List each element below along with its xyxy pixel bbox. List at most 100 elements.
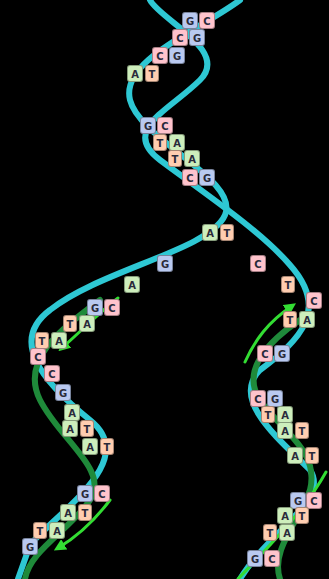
base-tile: G [189, 29, 205, 46]
base-tile: G [87, 299, 103, 316]
base-tile: T [33, 522, 48, 539]
base-tile: G [140, 117, 156, 134]
base-letter: C [48, 369, 55, 380]
base-letter: G [278, 349, 286, 360]
base-tile: A [277, 507, 293, 524]
base-tile: A [127, 65, 143, 82]
base-letter: T [149, 69, 156, 80]
synthesis-arrow [62, 298, 118, 348]
base-letter: C [176, 33, 183, 44]
base-tile: C [30, 348, 45, 365]
base-letter: T [285, 280, 292, 291]
base-letter: G [203, 173, 211, 184]
base-letter: G [271, 394, 279, 405]
base-tile: T [263, 524, 278, 541]
base-tile: G [77, 485, 93, 502]
base-letter: G [193, 33, 201, 44]
base-letter: A [128, 280, 136, 291]
base-tile: T [63, 315, 78, 332]
base-letter: C [34, 352, 41, 363]
base-tile: A [82, 438, 98, 455]
base-letter: T [224, 228, 231, 239]
base-letter: A [55, 336, 63, 347]
base-letter: T [267, 528, 274, 539]
base-letter: G [294, 496, 302, 507]
base-letter: A [86, 442, 94, 453]
base-tile: T [295, 507, 310, 524]
base-letter: C [186, 173, 193, 184]
base-letter: A [53, 526, 61, 537]
base-tile: C [250, 390, 265, 407]
base-letter: C [254, 259, 261, 270]
base-tile: C [306, 292, 321, 309]
base-letter: T [37, 526, 44, 537]
base-letter: C [268, 554, 275, 565]
base-tile: G [267, 390, 283, 407]
synthesis-arrow [58, 500, 110, 548]
base-tile: A [62, 420, 78, 437]
base-tile: G [157, 255, 173, 272]
base-letter: G [161, 259, 169, 270]
base-letter: A [281, 426, 289, 437]
base-letter: T [287, 315, 294, 326]
base-letter: G [59, 388, 67, 399]
base-letter: T [84, 424, 91, 435]
base-tile: A [277, 422, 293, 439]
base-letter: A [83, 319, 91, 330]
base-tile: T [35, 332, 50, 349]
base-tile: C [306, 492, 321, 509]
base-letter: A [173, 138, 181, 149]
base-letter: G [26, 542, 34, 553]
base-letter: T [265, 410, 272, 421]
base-tile: A [124, 276, 140, 293]
base-tile: T [283, 311, 298, 328]
base-letter: G [186, 16, 194, 27]
base-letter: A [283, 528, 291, 539]
base-letter: A [188, 154, 196, 165]
base-tile: A [51, 332, 67, 349]
base-tile: A [184, 150, 200, 167]
base-letter: C [156, 51, 163, 62]
base-tile: C [250, 255, 265, 272]
new-strand [25, 300, 100, 579]
base-letter: T [309, 451, 316, 462]
base-tile: A [60, 504, 76, 521]
base-tile: A [64, 404, 80, 421]
base-tile: A [279, 524, 295, 541]
base-letter: C [310, 496, 317, 507]
base-tile: G [247, 550, 263, 567]
base-tile: C [257, 345, 272, 362]
base-tile: A [299, 311, 315, 328]
base-tile: A [49, 522, 65, 539]
base-tile: G [290, 492, 306, 509]
base-letter: G [251, 554, 259, 565]
base-tile: C [104, 299, 119, 316]
base-tile: G [22, 538, 38, 555]
base-letter: A [68, 408, 76, 419]
base-letter: C [98, 489, 105, 500]
base-letter: C [310, 296, 317, 307]
base-letter: G [173, 51, 181, 62]
base-tile: G [199, 169, 215, 186]
base-tile: T [153, 134, 168, 151]
base-letter: C [203, 16, 210, 27]
base-tile: G [169, 47, 185, 64]
base-letter: G [144, 121, 152, 132]
base-tile: T [78, 504, 93, 521]
base-tile: G [182, 12, 198, 29]
base-letter: T [39, 336, 46, 347]
base-letter: A [131, 69, 139, 80]
base-tile: C [152, 47, 167, 64]
base-tile: A [277, 406, 293, 423]
base-letter: T [172, 154, 179, 165]
base-tile: G [55, 384, 71, 401]
base-letter: G [81, 489, 89, 500]
base-tile: T [80, 420, 95, 437]
base-letter: A [66, 424, 74, 435]
base-letter: T [157, 138, 164, 149]
base-letter: C [161, 121, 168, 132]
base-tile: T [305, 447, 320, 464]
base-letter: A [291, 451, 299, 462]
base-tile: A [169, 134, 185, 151]
